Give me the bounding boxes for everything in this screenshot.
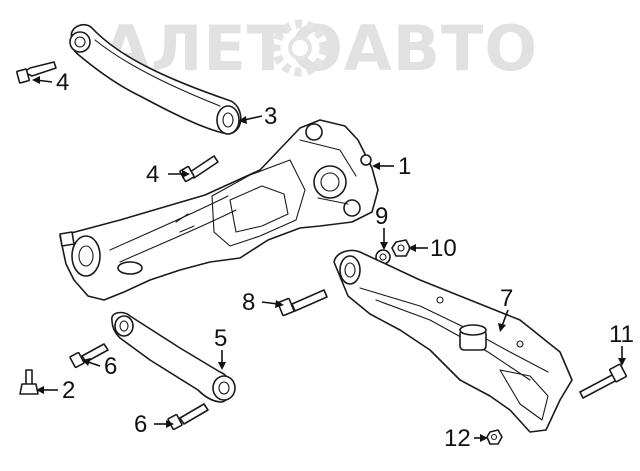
bolt-2: [19, 369, 39, 395]
callout-2: 2: [62, 377, 75, 404]
knuckle-assembly: [59, 119, 379, 301]
nut-12: [486, 429, 503, 445]
callout-8: 8: [242, 289, 255, 316]
bolt-6-upper: [69, 343, 109, 369]
callout-5: 5: [214, 325, 227, 352]
watermark-gear-icon: [271, 19, 329, 77]
callout-4-middle: 4: [146, 161, 159, 188]
callout-9: 9: [375, 203, 388, 230]
bolt-8: [277, 289, 328, 317]
callout-10: 10: [430, 235, 457, 262]
callout-labels: 4 3 4 1 9 10 8 7 5 6 2 6 11 12: [56, 69, 634, 452]
bolt-4-middle: [179, 155, 219, 183]
upper-control-arm: [69, 23, 242, 135]
nut-10: [391, 239, 411, 257]
bolt-4-upper: [16, 61, 57, 84]
callout-11: 11: [609, 321, 634, 348]
callout-3: 3: [264, 103, 277, 130]
bolt-11: [579, 363, 628, 399]
callout-4-upper: 4: [56, 69, 69, 96]
callout-12: 12: [444, 425, 471, 452]
leader-lines: [32, 76, 626, 442]
bolt-6-lower: [167, 403, 209, 431]
watermark: АЛЕТОАВТО: [102, 12, 537, 85]
lateral-link: [111, 311, 236, 403]
lower-control-arm: [333, 249, 573, 433]
callout-6-lower: 6: [134, 411, 147, 438]
callout-6-upper: 6: [104, 353, 117, 380]
callout-1: 1: [398, 153, 411, 180]
callout-7: 7: [500, 285, 513, 312]
